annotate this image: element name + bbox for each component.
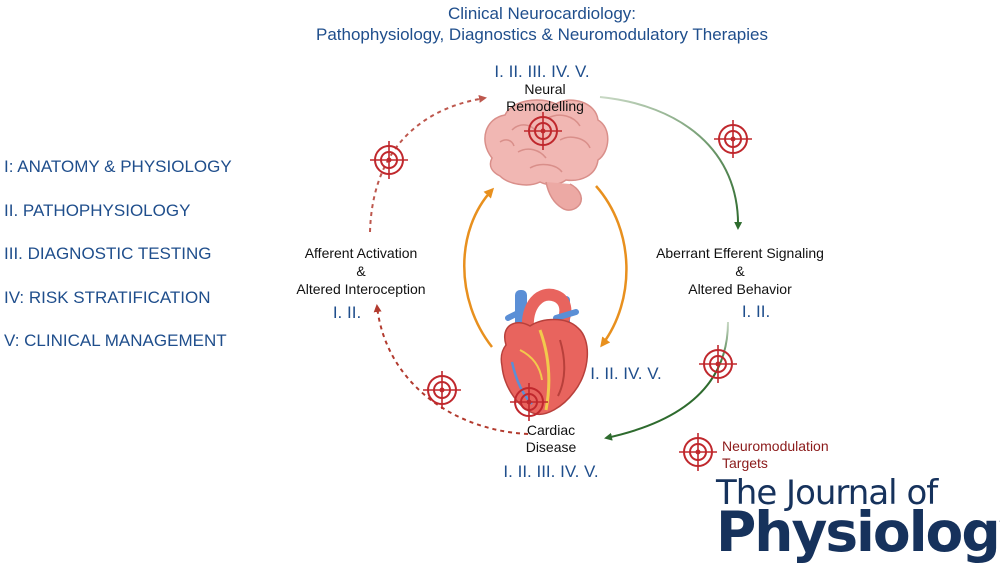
afferent-node-label-line1: Afferent Activation <box>305 245 418 261</box>
theme-legend-item-3: III. DIAGNOSTIC TESTING <box>4 244 212 263</box>
arrow-afferent-to-neural <box>369 95 487 233</box>
neuromodulation-target-icon-efferent <box>713 119 753 159</box>
theme-legend-item-5: V: CLINICAL MANAGEMENT <box>4 331 227 350</box>
arrow-heart-to-brain <box>463 187 495 348</box>
target-legend-label-line1: Neuromodulation <box>722 438 829 454</box>
arrow-efferent-to-cardiac <box>604 321 729 441</box>
heart-center-themes: I. II. IV. V. <box>590 364 662 383</box>
diagram-title-line2: Pathophysiology, Diagnostics & Neuromodu… <box>316 25 768 44</box>
neural-node-themes: I. II. III. IV. V. <box>494 62 589 81</box>
cardiac-node-label-line1: Cardiac <box>527 422 575 438</box>
arrow-neural-to-efferent <box>599 96 743 230</box>
journal-logo-line2: Physiology <box>716 500 1000 564</box>
afferent-node-label-line2: & <box>356 263 366 279</box>
neuromodulation-target-legend-icon <box>678 432 718 472</box>
afferent-node-themes: I. II. <box>333 303 361 322</box>
target-legend-label-line2: Targets <box>722 455 768 471</box>
efferent-node-label-line2: & <box>735 263 745 279</box>
journal-logo-line1: The Journal of <box>716 473 938 513</box>
cardiac-node-themes: I. II. III. IV. V. <box>503 462 598 481</box>
heart-illustration <box>500 288 589 416</box>
efferent-node-label-line3: Altered Behavior <box>688 281 792 297</box>
afferent-node-label-line3: Altered Interoception <box>296 281 425 297</box>
efferent-node-themes: I. II. <box>742 302 770 321</box>
neuromodulation-target-icon-efferent-cardiac <box>698 344 738 384</box>
neuromodulation-target-icon-afferent-cardiac <box>422 370 462 410</box>
brain-illustration <box>484 99 609 211</box>
diagram-title-line1: Clinical Neurocardiology: <box>448 4 636 23</box>
theme-legend-item-2: II. PATHOPHYSIOLOGY <box>4 201 190 220</box>
neural-node-label-line1: Neural <box>524 81 565 97</box>
efferent-node-label-line1: Aberrant Efferent Signaling <box>656 245 824 261</box>
arrow-brain-to-heart <box>595 185 628 348</box>
theme-legend-item-4: IV: RISK STRATIFICATION <box>4 288 211 307</box>
neuromodulation-target-icon-afferent-neural <box>369 140 409 180</box>
theme-legend-item-1: I: ANATOMY & PHYSIOLOGY <box>4 157 232 176</box>
cardiac-node-label-line2: Disease <box>526 439 577 455</box>
neural-node-label-line2: Remodelling <box>506 98 584 114</box>
